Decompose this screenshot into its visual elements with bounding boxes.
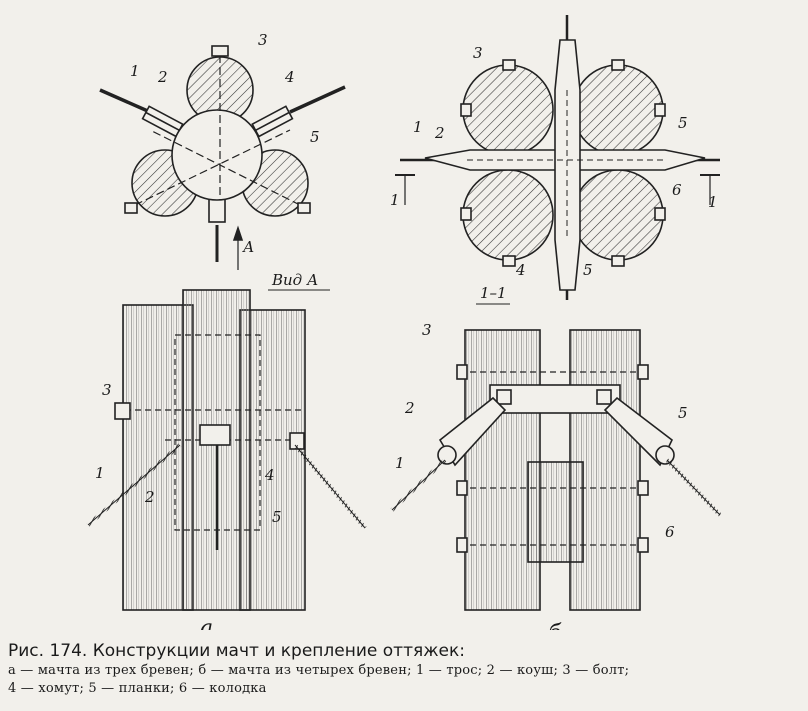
label-1d: 1 [395,454,405,472]
log-bottom-left [462,169,554,261]
clamp-right [251,105,294,138]
bolt-left [114,402,131,420]
log-top-right [572,64,664,156]
arrow-a-label: А [242,238,254,256]
label-3d: 3 [422,321,432,339]
thimble-right [655,445,675,465]
view-a-label: Вид А [271,271,318,289]
label-3: 3 [258,31,268,49]
label-3c: 3 [102,381,112,399]
clamp [199,424,231,446]
four-log-mast-plan [395,15,720,300]
guy-rope-right [289,85,346,114]
label-5: 5 [310,128,320,146]
three-log-mast-elevation [86,289,367,611]
bolt-right [297,202,311,214]
thimble-left [437,445,457,465]
label-1: 1 [130,62,140,80]
label-5c: 5 [583,261,593,279]
bolt-lines [134,55,301,206]
plank-right [603,396,674,467]
label-1b: 1 [413,118,423,136]
label-5b: 5 [678,114,688,132]
center-plate [171,109,263,201]
block [527,461,584,563]
log-bottom-right [572,169,664,261]
label-6b: 6 [672,181,682,199]
label-5e: 5 [678,404,688,422]
label-2d: 2 [404,399,415,417]
section-1-left: 1 [390,191,400,209]
mast-construction-figure: 3 1 2 4 5 А Вид А 3 1 2 5 [86,15,722,630]
label-6c: 6 [665,523,675,541]
caption-legend-line1: а — мачта из трех бревен; б — мачта из ч… [8,663,630,678]
subfigure-b-label: б [548,621,562,630]
log-top-left [462,64,554,156]
caption-legend-line2: 4 — хомут; 5 — планки; 6 — колодка [8,681,267,696]
figure-caption: Рис. 174. Конструкции мачт и крепление о… [8,640,803,698]
four-log-mast-section [390,329,722,611]
label-4c: 4 [264,466,275,484]
label-1c: 1 [95,464,105,482]
label-4: 4 [284,68,295,86]
subfigure-a-label: а [200,616,213,630]
label-5d: 5 [272,508,282,526]
log-left [122,304,194,611]
section-1-right: 1 [708,193,718,211]
label-3b: 3 [473,44,483,62]
label-2c: 2 [144,488,155,506]
section-label: 1–1 [480,284,507,302]
three-log-mast-plan [99,45,346,270]
label-2b: 2 [434,124,445,142]
log-right [239,309,306,611]
bolt-top [211,45,229,57]
bolt-left [124,202,138,214]
label-4b: 4 [515,261,526,279]
clamp-left [141,105,184,138]
label-2: 2 [157,68,168,86]
guy-rope-left [99,88,151,114]
caption-title: Рис. 174. Конструкции мачт и крепление о… [8,641,465,661]
